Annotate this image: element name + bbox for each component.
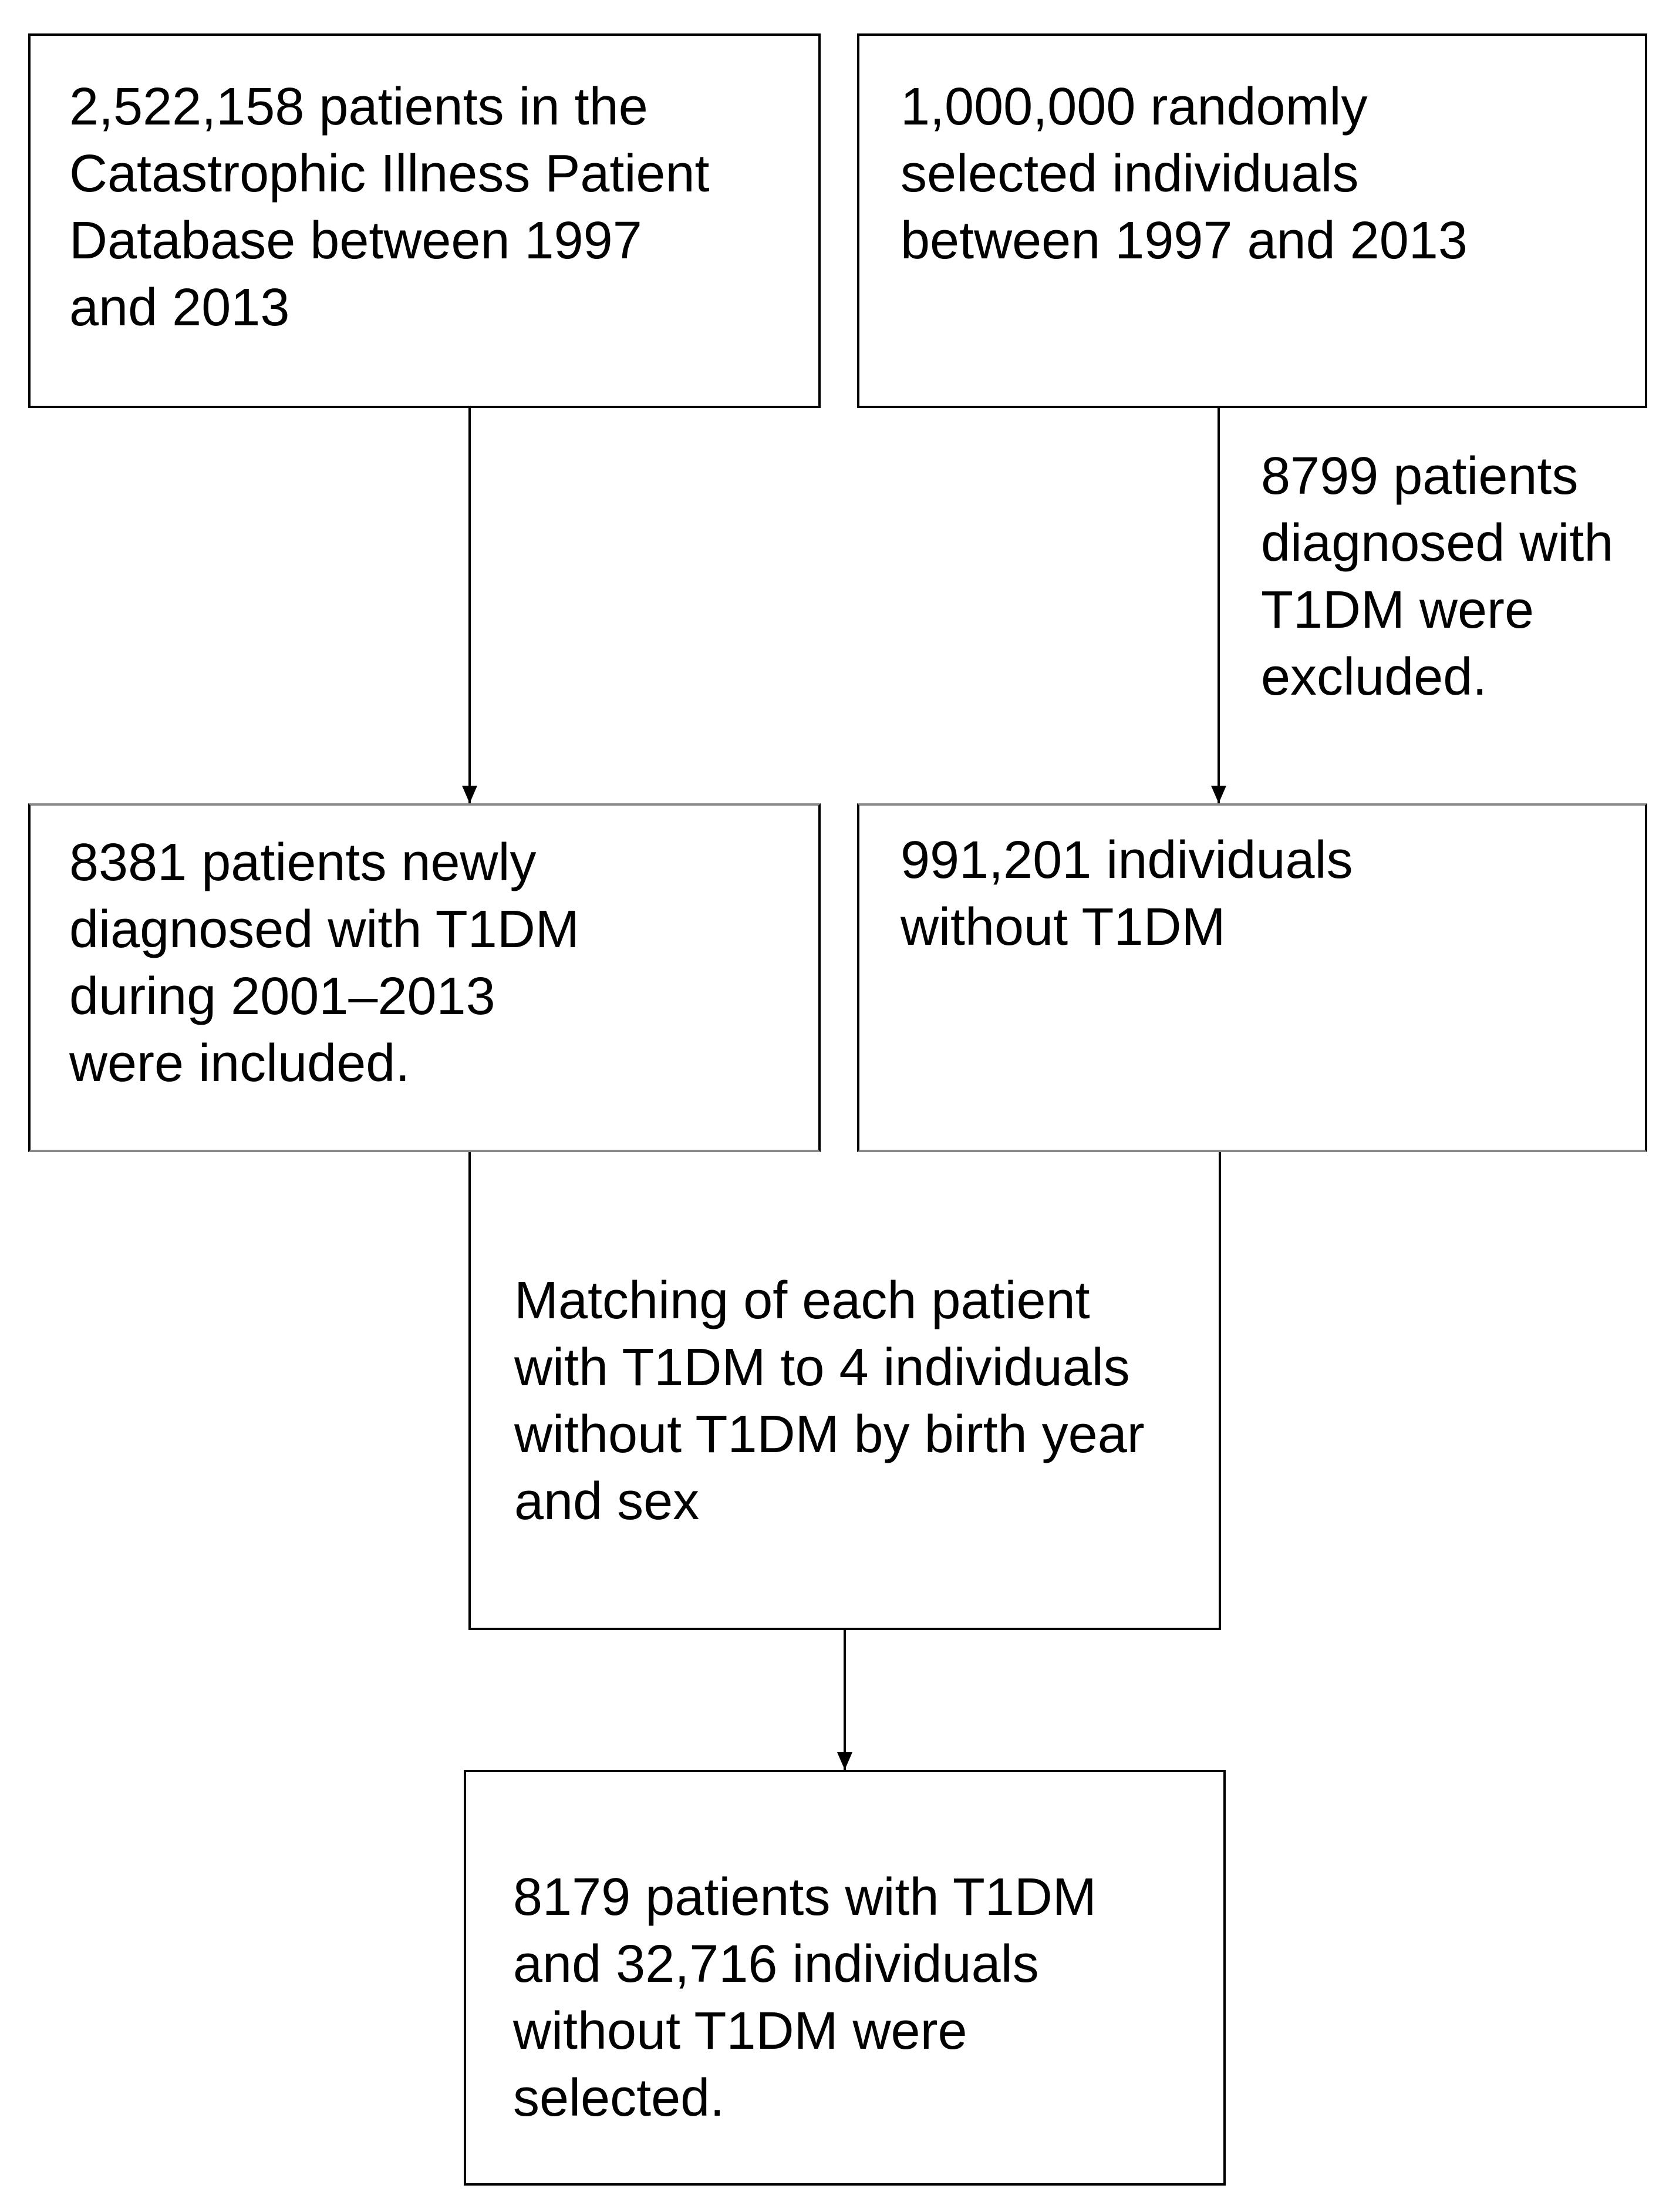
connector-matching-to-final — [844, 1630, 846, 1770]
box-final-selection: 8179 patients with T1DM and 32,716 indiv… — [464, 1770, 1226, 2186]
arrow-down-icon — [837, 1752, 852, 1770]
box-t1dm-included-text: 8381 patients newly diagnosed with T1DM … — [69, 833, 579, 1093]
box-matching-step: Matching of each patient with T1DM to 4 … — [468, 1152, 1221, 1630]
box-final-selection-text: 8179 patients with T1DM and 32,716 indiv… — [513, 1868, 1097, 2127]
note-excluded-patients-text: 8799 patients diagnosed with T1DM were e… — [1261, 447, 1614, 706]
arrow-down-icon — [1211, 786, 1226, 803]
connector-left-source-to-included — [468, 408, 471, 803]
box-without-t1dm-text: 991,201 individuals without T1DM — [901, 831, 1353, 957]
box-matching-step-text: Matching of each patient with T1DM to 4 … — [514, 1271, 1145, 1531]
box-t1dm-included: 8381 patients newly diagnosed with T1DM … — [28, 803, 821, 1152]
box-catastrophic-illness-database: 2,522,158 patients in the Catastrophic I… — [28, 33, 821, 408]
note-excluded-patients: 8799 patients diagnosed with T1DM were e… — [1261, 443, 1643, 711]
connector-right-source-to-non-t1dm — [1218, 408, 1220, 803]
box-random-sample-text: 1,000,000 randomly selected individuals … — [901, 78, 1468, 270]
arrow-down-icon — [462, 786, 477, 803]
box-catastrophic-illness-database-text: 2,522,158 patients in the Catastrophic I… — [69, 78, 710, 337]
box-random-sample: 1,000,000 randomly selected individuals … — [857, 33, 1647, 408]
box-without-t1dm: 991,201 individuals without T1DM — [857, 803, 1647, 1152]
